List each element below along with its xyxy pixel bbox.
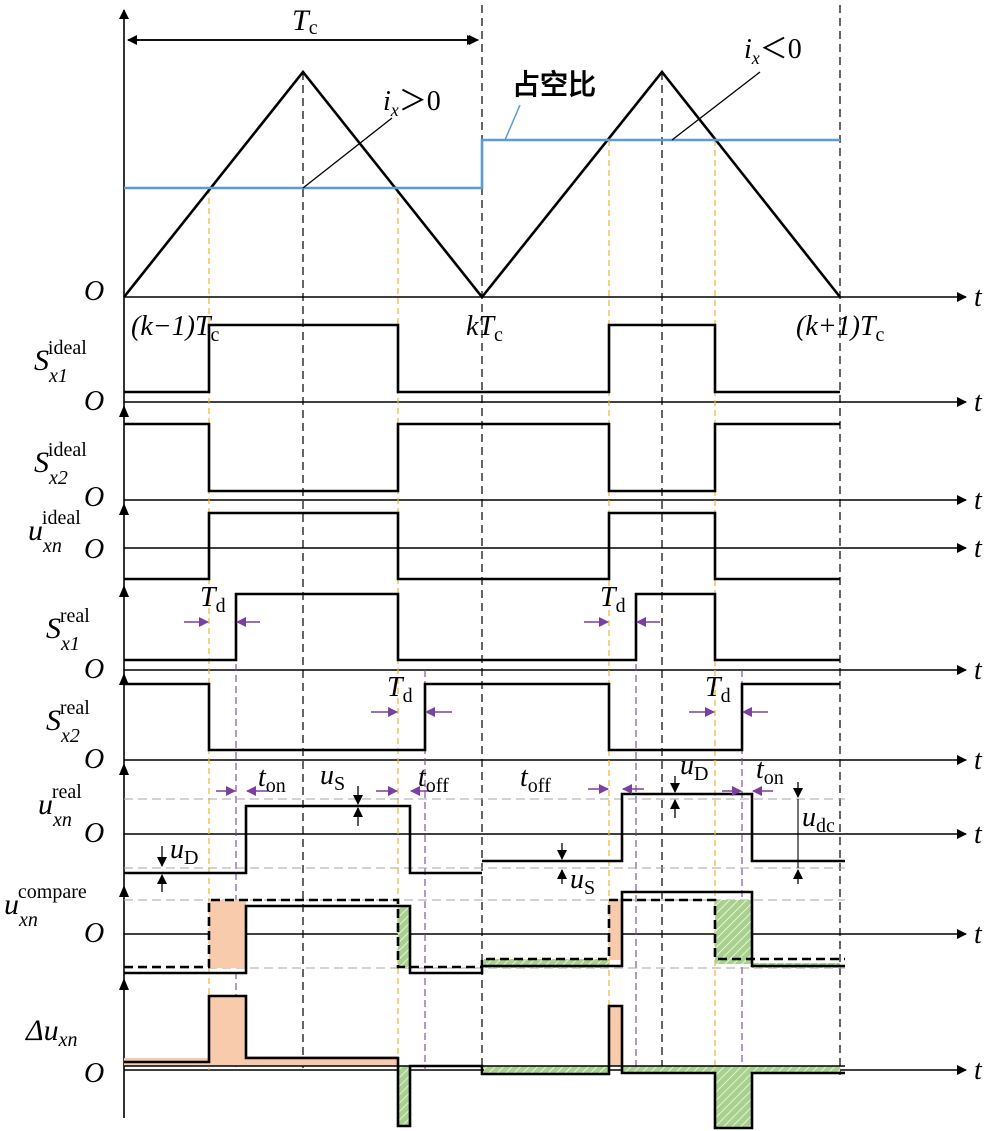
row-label-delta-uxn: Δuxn [25, 1014, 78, 1051]
tick-k-minus-1: (k−1)Tc [131, 311, 220, 346]
toff-label-1: toff [418, 762, 449, 797]
svg-text:t: t [974, 485, 983, 516]
svg-text:O: O [84, 918, 104, 949]
svg-text:t: t [974, 819, 983, 850]
ton-label-1: ton [258, 762, 286, 797]
td-label-3: Td [387, 672, 413, 707]
toff-label-2: toff [520, 762, 551, 797]
udc-label: udc [802, 802, 835, 837]
tick-k: kTc [466, 311, 503, 346]
svg-text:t: t [974, 533, 983, 564]
row-label-sx1-real: Sx1real [46, 605, 90, 655]
origin-label-top: O [84, 276, 104, 307]
svg-text:t: t [974, 919, 983, 950]
wave-sx2-real [124, 682, 840, 752]
ton-label-2: ton [756, 754, 784, 789]
td-label-4: Td [705, 672, 731, 707]
dimension-arrows [127, 35, 803, 892]
wave-sx2-ideal [124, 422, 840, 493]
svg-text:O: O [84, 744, 104, 775]
row-label-sx2-ideal: Sx2ideal [34, 439, 87, 489]
svg-text:O: O [84, 654, 104, 685]
row-label-uxn-ideal: uxnideal [28, 507, 81, 557]
wave-uxn-ideal [124, 511, 840, 581]
td-label-2: Td [600, 582, 626, 617]
us-label-1: uS [320, 760, 345, 795]
us-label-2: uS [570, 864, 595, 899]
ix-negative-label: ix＜0 [744, 34, 802, 68]
row-label-uxn-compare: uxncompare [4, 881, 87, 931]
row-label-sx2-real: Sx2real [46, 697, 90, 747]
duty-ratio-label: 占空比 [512, 68, 596, 101]
ud-label-1: uD [170, 834, 198, 869]
wave-uxn-compare-solid [124, 890, 845, 975]
triangle-carrier [122, 69, 842, 300]
svg-text:O: O [84, 1058, 104, 1089]
svg-text:O: O [84, 386, 104, 417]
row-label-sx1-ideal: Sx1ideal [34, 337, 87, 387]
annotations: Td Td Td Td ton toff toff ton uS uD uS u… [170, 582, 835, 899]
row-label-uxn-real: uxnreal [38, 781, 82, 831]
axis-labels: O t O t O t O t O t O t O t O t [84, 386, 983, 1089]
svg-text:O: O [84, 818, 104, 849]
svg-text:t: t [974, 655, 983, 686]
top-labels: Tc ix＞0 ix＜0 占空比 O t (k−1)Tc kTc (k+1)Tc [84, 4, 983, 346]
svg-text:O: O [84, 482, 104, 513]
wave-delta-uxn [124, 994, 845, 1130]
row-labels: Sx1ideal Sx2ideal uxnideal Sx1real Sx2re… [4, 337, 90, 1051]
wave-sx1-real [124, 592, 840, 662]
svg-text:O: O [84, 534, 104, 565]
wave-sx1-ideal [124, 323, 840, 394]
wave-uxn-real-2 [482, 792, 845, 863]
td-label-1: Td [200, 582, 226, 617]
svg-text:t: t [974, 745, 983, 776]
t-axis-label-top: t [974, 282, 983, 313]
waveforms [124, 323, 845, 1130]
svg-text:t: t [974, 387, 983, 418]
svg-text:t: t [974, 1055, 983, 1086]
tick-k-plus-1: (k+1)Tc [796, 311, 885, 346]
wave-uxn-real-1 [124, 804, 482, 875]
ix-positive-label: ix＞0 [383, 86, 441, 120]
ud-label-2: uD [680, 750, 708, 785]
wave-uxn-compare-dashed [124, 898, 845, 969]
period-label: Tc [292, 4, 318, 39]
